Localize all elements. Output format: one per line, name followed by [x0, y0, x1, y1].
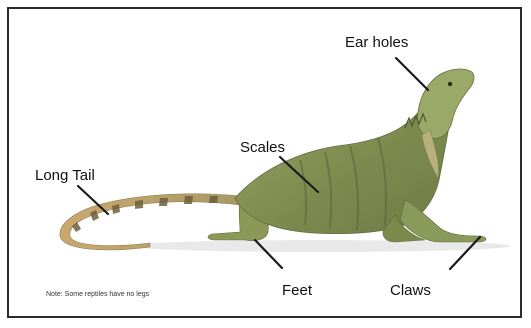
- label-scales: Scales: [240, 140, 285, 155]
- label-feet: Feet: [282, 283, 312, 298]
- note-text: Note: Some reptiles have no legs: [46, 291, 149, 298]
- eye: [448, 82, 452, 86]
- label-long-tail: Long Tail: [35, 168, 95, 183]
- label-ear-holes: Ear holes: [345, 35, 408, 50]
- label-claws: Claws: [390, 283, 431, 298]
- leader-ear-holes: [396, 58, 428, 90]
- head: [418, 69, 475, 138]
